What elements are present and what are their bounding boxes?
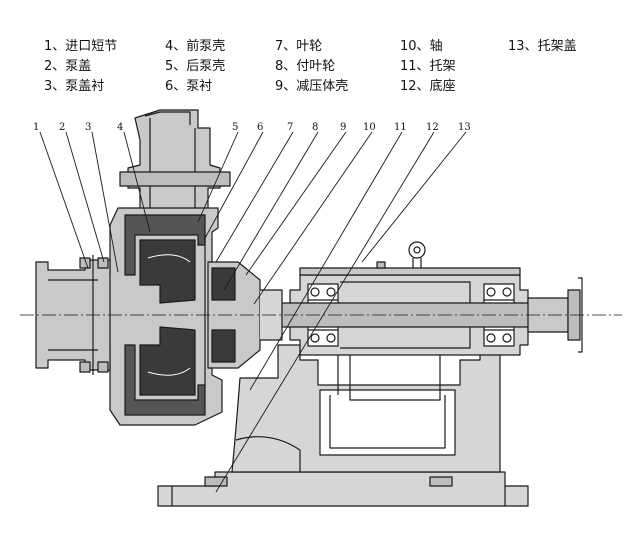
leader-line-5 [197, 131, 239, 223]
legend-number: 5 [165, 59, 174, 74]
legend-item-5: 5、后泵壳 [165, 59, 225, 75]
legend-separator: 、 [52, 39, 66, 54]
aux-impeller-housing [207, 261, 283, 369]
legend-number: 12 [400, 79, 417, 94]
legend-separator: 、 [52, 79, 66, 94]
legend-separator: 、 [52, 59, 66, 74]
legend-label: 泵盖 [65, 59, 92, 74]
legend-label: 底座 [429, 79, 456, 94]
bearing-cap [299, 241, 521, 276]
callout-8: 8 [312, 122, 318, 133]
legend-item-2: 2、泵盖 [44, 59, 91, 75]
base [157, 471, 529, 507]
legend-separator: 、 [416, 79, 430, 94]
callout-13: 13 [458, 122, 471, 133]
legend-item-8: 8、付叶轮 [275, 59, 335, 75]
legend-separator: 、 [173, 79, 187, 94]
legend-number: 1 [44, 39, 53, 54]
legend-separator: 、 [416, 39, 430, 54]
legend-separator: 、 [524, 39, 538, 54]
legend-number: 4 [165, 39, 174, 54]
legend-item-10: 10、轴 [400, 39, 443, 55]
legend-label: 前泵壳 [186, 39, 226, 54]
leader-line-8 [223, 131, 319, 291]
legend-item-11: 11、托架 [400, 59, 456, 75]
legend-label: 进口短节 [65, 39, 118, 54]
leader-line-7 [215, 131, 294, 263]
legend-number: 9 [275, 79, 284, 94]
legend-number: 13 [508, 39, 525, 54]
callout-9: 9 [340, 122, 346, 133]
callout-3: 3 [85, 122, 91, 133]
bearing-frame [231, 344, 501, 473]
legend-number: 10 [400, 39, 417, 54]
leader-line-6 [203, 131, 264, 241]
legend-number: 11 [400, 59, 417, 74]
legend-number: 6 [165, 79, 174, 94]
leader-line-3 [91, 131, 119, 273]
legend-item-12: 12、底座 [400, 79, 456, 95]
leader-line-11 [249, 131, 403, 391]
callout-2: 2 [59, 122, 65, 133]
legend-label: 泵盖衬 [65, 79, 105, 94]
callout-11: 11 [394, 122, 407, 133]
legend-item-9: 9、减压体壳 [275, 79, 348, 95]
legend-separator: 、 [173, 59, 187, 74]
legend-item-3: 3、泵盖衬 [44, 79, 104, 95]
leader-line-12 [215, 131, 435, 493]
legend-item-13: 13、托架盖 [508, 39, 577, 55]
leader-line-9 [245, 131, 347, 276]
legend-number: 3 [44, 79, 53, 94]
legend-item-6: 6、泵衬 [165, 79, 212, 95]
legend-label: 托架 [429, 59, 456, 74]
callout-6: 6 [257, 122, 263, 133]
legend-number: 2 [44, 59, 53, 74]
legend-label: 托架盖 [537, 39, 577, 54]
legend-label: 泵衬 [186, 79, 213, 94]
leader-line-10 [253, 131, 373, 305]
legend-label: 后泵壳 [186, 59, 226, 74]
legend-item-4: 4、前泵壳 [165, 39, 225, 55]
legend-separator: 、 [416, 59, 430, 74]
legend-separator: 、 [283, 59, 297, 74]
legend-item-7: 7、叶轮 [275, 39, 322, 55]
legend-label: 轴 [429, 39, 443, 54]
callout-7: 7 [287, 122, 293, 133]
discharge-nozzle [119, 109, 231, 211]
leader-line-13 [361, 131, 467, 263]
legend-item-1: 1、进口短节 [44, 39, 117, 55]
leader-line-2 [65, 131, 105, 263]
legend-separator: 、 [283, 39, 297, 54]
legend-number: 7 [275, 39, 284, 54]
pump-liner [124, 214, 206, 416]
legend-label: 付叶轮 [296, 59, 336, 74]
legend-separator: 、 [283, 79, 297, 94]
legend-label: 减压体壳 [296, 79, 349, 94]
impeller [139, 239, 196, 396]
callout-4: 4 [117, 122, 123, 133]
legend-label: 叶轮 [296, 39, 323, 54]
callout-12: 12 [426, 122, 439, 133]
callout-5: 5 [232, 122, 238, 133]
legend-number: 8 [275, 59, 284, 74]
parts-legend: 1、进口短节 2、泵盖 3、泵盖衬 4、前泵壳 5、后泵壳 6、泵衬 7、叶轮 … [0, 0, 635, 100]
leader-line-1 [39, 131, 89, 269]
callout-1: 1 [33, 122, 39, 133]
leader-line-4 [123, 131, 151, 233]
legend-separator: 、 [173, 39, 187, 54]
callout-10: 10 [363, 122, 376, 133]
